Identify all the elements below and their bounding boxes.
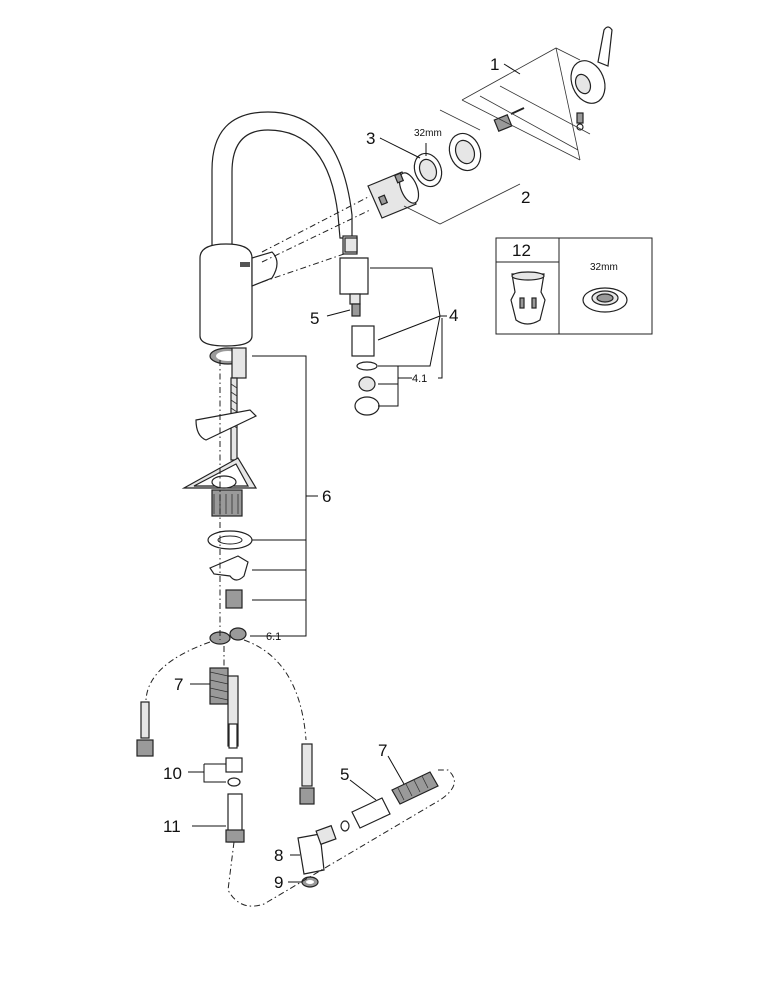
callout-8: 8 bbox=[274, 846, 283, 865]
callout-6: 6 bbox=[322, 487, 331, 506]
callout-1: 1 bbox=[490, 55, 499, 74]
callout-9: 9 bbox=[274, 873, 283, 892]
spray-head-assembly bbox=[326, 237, 447, 416]
hose-weight-assembly bbox=[288, 755, 439, 888]
callout-5-bottom: 5 bbox=[340, 765, 349, 784]
callout-10: 10 bbox=[163, 764, 182, 783]
callout-4-1: 4.1 bbox=[412, 373, 427, 385]
callout-4: 4 bbox=[449, 306, 458, 325]
supply-hoses bbox=[136, 667, 315, 843]
callout-5-top: 5 bbox=[310, 309, 319, 328]
mounting-assembly bbox=[181, 347, 318, 645]
callout-3-size: 32mm bbox=[414, 128, 442, 139]
callout-labels: 1 2 3 32mm 4 4.1 5 6 6.1 7 7 5 8 9 10 11… bbox=[163, 55, 618, 892]
callout-7-left: 7 bbox=[174, 675, 183, 694]
inset-box bbox=[495, 237, 653, 335]
inset-size-label: 32mm bbox=[590, 262, 618, 273]
inset-number: 12 bbox=[512, 241, 531, 260]
callout-3: 3 bbox=[366, 129, 375, 148]
faucet-body bbox=[199, 111, 371, 347]
callout-6-1: 6.1 bbox=[266, 631, 281, 643]
callout-2: 2 bbox=[521, 188, 530, 207]
hose-routing-lines bbox=[145, 360, 455, 907]
callout-11: 11 bbox=[163, 817, 181, 836]
cartridge-assembly bbox=[367, 26, 613, 225]
callout-7-right: 7 bbox=[378, 741, 387, 760]
